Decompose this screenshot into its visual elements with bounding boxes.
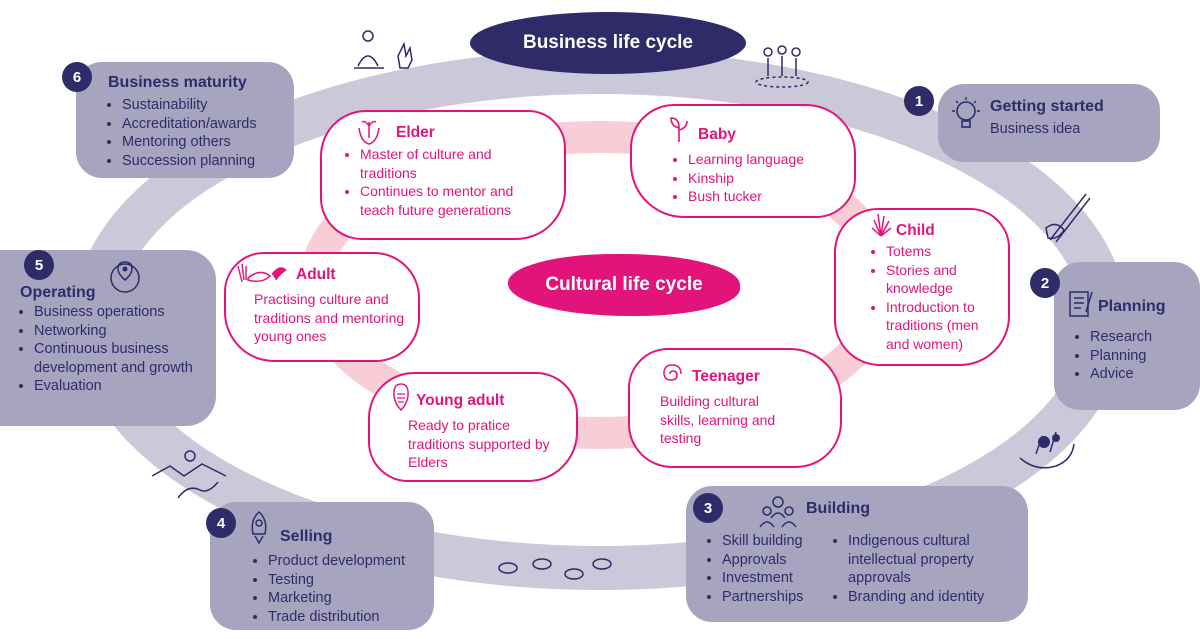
list-item: Trade distribution [268,608,424,627]
list-item: Marketing [268,589,424,608]
stage-selling: Selling Product development Testing Mark… [210,502,434,630]
landscape-sun-icon [151,450,227,499]
campfire-people-icon [354,30,413,69]
hands-bird-icon [237,263,287,283]
stage-number-1: 1 [904,86,934,116]
location-globe-icon [110,261,140,293]
people-group-icon [759,496,797,528]
stage-text: Practising culture and traditions and me… [254,291,405,344]
stage-text: Business idea [990,121,1081,137]
list-item: Planning [1090,347,1190,366]
list-item: Indigenous cultural intellectual propert… [848,532,1028,588]
cultural-child: Child Totems Stories and knowledge Intro… [834,208,1010,366]
gathering-people-icon [755,45,809,88]
list-item: Continues to mentor and teach future gen… [360,182,550,219]
cultural-life-cycle-title: Cultural life cycle [508,254,740,316]
stage-title: Elder [396,124,435,141]
list-item: Learning language [688,150,840,169]
list-item: Networking [34,322,210,341]
stage-number-3: 3 [693,493,723,523]
stage-number-6: 6 [62,62,92,92]
pencil-hand-icon [1045,193,1091,243]
stage-text: Ready to pratice traditions supported by… [408,417,550,470]
list-item: Sustainability [122,96,286,115]
stage-title: Young adult [416,392,505,409]
list-item: Succession planning [122,152,286,171]
cultural-young-adult: Young adult Ready to pratice traditions … [368,372,578,482]
seedling-icon [670,117,688,142]
list-item: Skill building [722,532,826,551]
notepad-icon [1069,291,1093,317]
spiral-shell-icon [663,364,682,381]
grass-tuft-icon [871,213,892,237]
rocket-icon [251,510,267,544]
hands-plant-icon [358,120,380,145]
stage-title: Planning [1098,298,1166,315]
stage-title: Teenager [692,368,760,385]
list-item: Advice [1090,365,1190,384]
stage-title: Adult [296,266,336,283]
cultural-elder: Elder Master of culture and traditions C… [320,110,566,240]
stage-title: Operating [20,284,96,301]
list-item: Accreditation/awards [122,115,286,134]
footprint-icon [393,383,409,412]
stage-title: Child [896,222,935,239]
list-item: Research [1090,328,1190,347]
stage-title: Getting started [990,98,1104,115]
cultural-baby: Baby Learning language Kinship Bush tuck… [630,104,856,218]
stage-title: Baby [698,126,736,143]
stage-planning: Planning Research Planning Advice [1054,262,1200,410]
list-item: Product development [268,552,424,571]
list-item: Introduction to traditions (men and wome… [886,298,998,354]
list-item: Testing [268,571,424,590]
list-item: Evaluation [34,377,210,396]
cultural-teenager: Teenager Building cultural skills, learn… [628,348,842,468]
stage-text: Building cultural skills, learning and t… [660,393,776,446]
list-item: Mentoring others [122,133,286,152]
list-item: Approvals [722,551,826,570]
list-item: Kinship [688,169,840,188]
stage-title: Building [806,500,870,517]
list-item: Stories and knowledge [886,261,998,298]
stage-number-2: 2 [1030,268,1060,298]
stage-title: Business maturity [108,74,247,91]
list-item: Continuous business development and grow… [34,340,210,377]
list-item: Branding and identity [848,588,1028,607]
cultural-adult: Adult Practising culture and traditions … [224,252,420,362]
lightbulb-icon [952,97,980,128]
stage-number-4: 4 [206,508,236,538]
list-item: Business operations [34,303,210,322]
list-item: Partnerships [722,588,826,607]
stage-getting-started: Getting started Business idea [938,84,1160,162]
footprints-icon [498,558,612,580]
list-item: Master of culture and traditions [360,145,550,182]
stage-business-maturity: Business maturity Sustainability Accredi… [76,62,294,178]
stage-number-5: 5 [24,250,54,280]
list-item: Investment [722,569,826,588]
business-life-cycle-title: Business life cycle [470,12,746,74]
list-item: Bush tucker [688,187,840,206]
hand-holding-plants-icon [1019,431,1075,469]
list-item: Totems [886,242,998,261]
stage-title: Selling [280,528,333,545]
stage-building: Building Skill building Approvals Invest… [686,486,1028,622]
